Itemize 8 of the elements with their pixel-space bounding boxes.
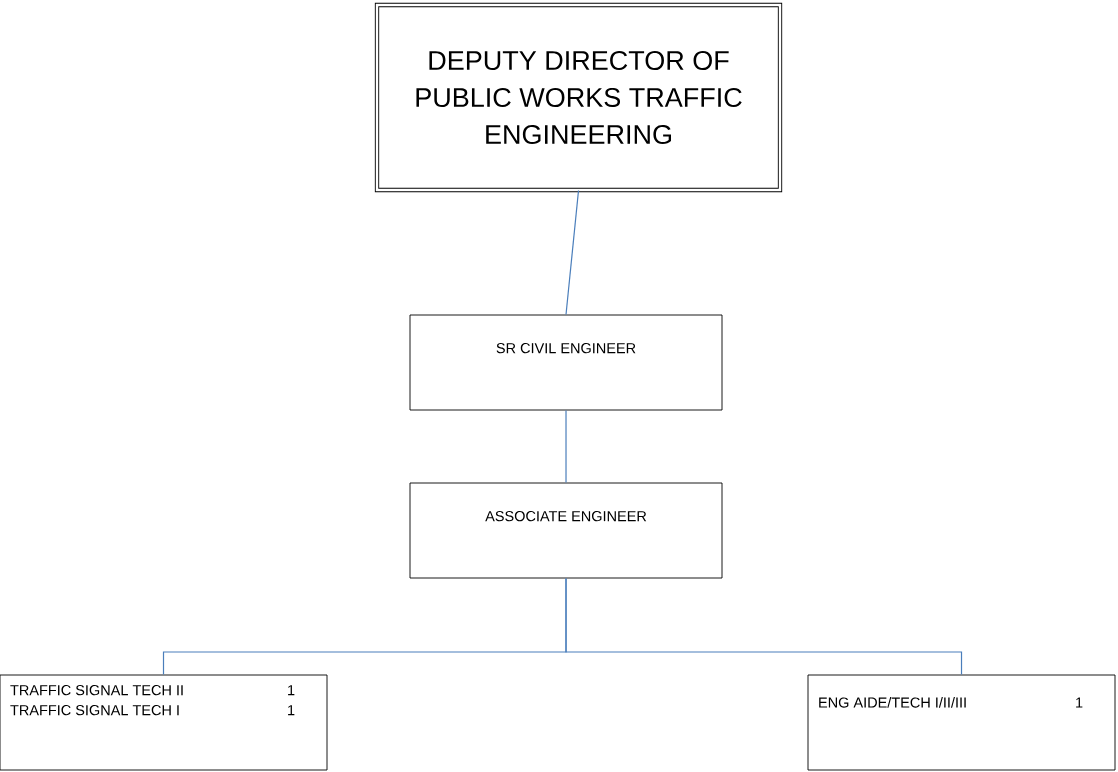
position-box: ENG AIDE/TECH I/II/III 1	[807, 674, 1116, 771]
position-box: ASSOCIATE ENGINEER	[409, 482, 723, 579]
position-box: SR CIVIL ENGINEER	[409, 314, 723, 411]
position-box: TRAFFIC SIGNAL TECH II 1 TRAFFIC SIGNAL TECH I 1	[0, 674, 328, 771]
connector-line	[565, 577, 963, 676]
connector-line	[565, 189, 580, 316]
connector-line	[565, 409, 567, 484]
position-box: DEPUTY DIRECTOR OF PUBLIC WORKS TRAFFIC ENGINEERING	[374, 2, 783, 193]
